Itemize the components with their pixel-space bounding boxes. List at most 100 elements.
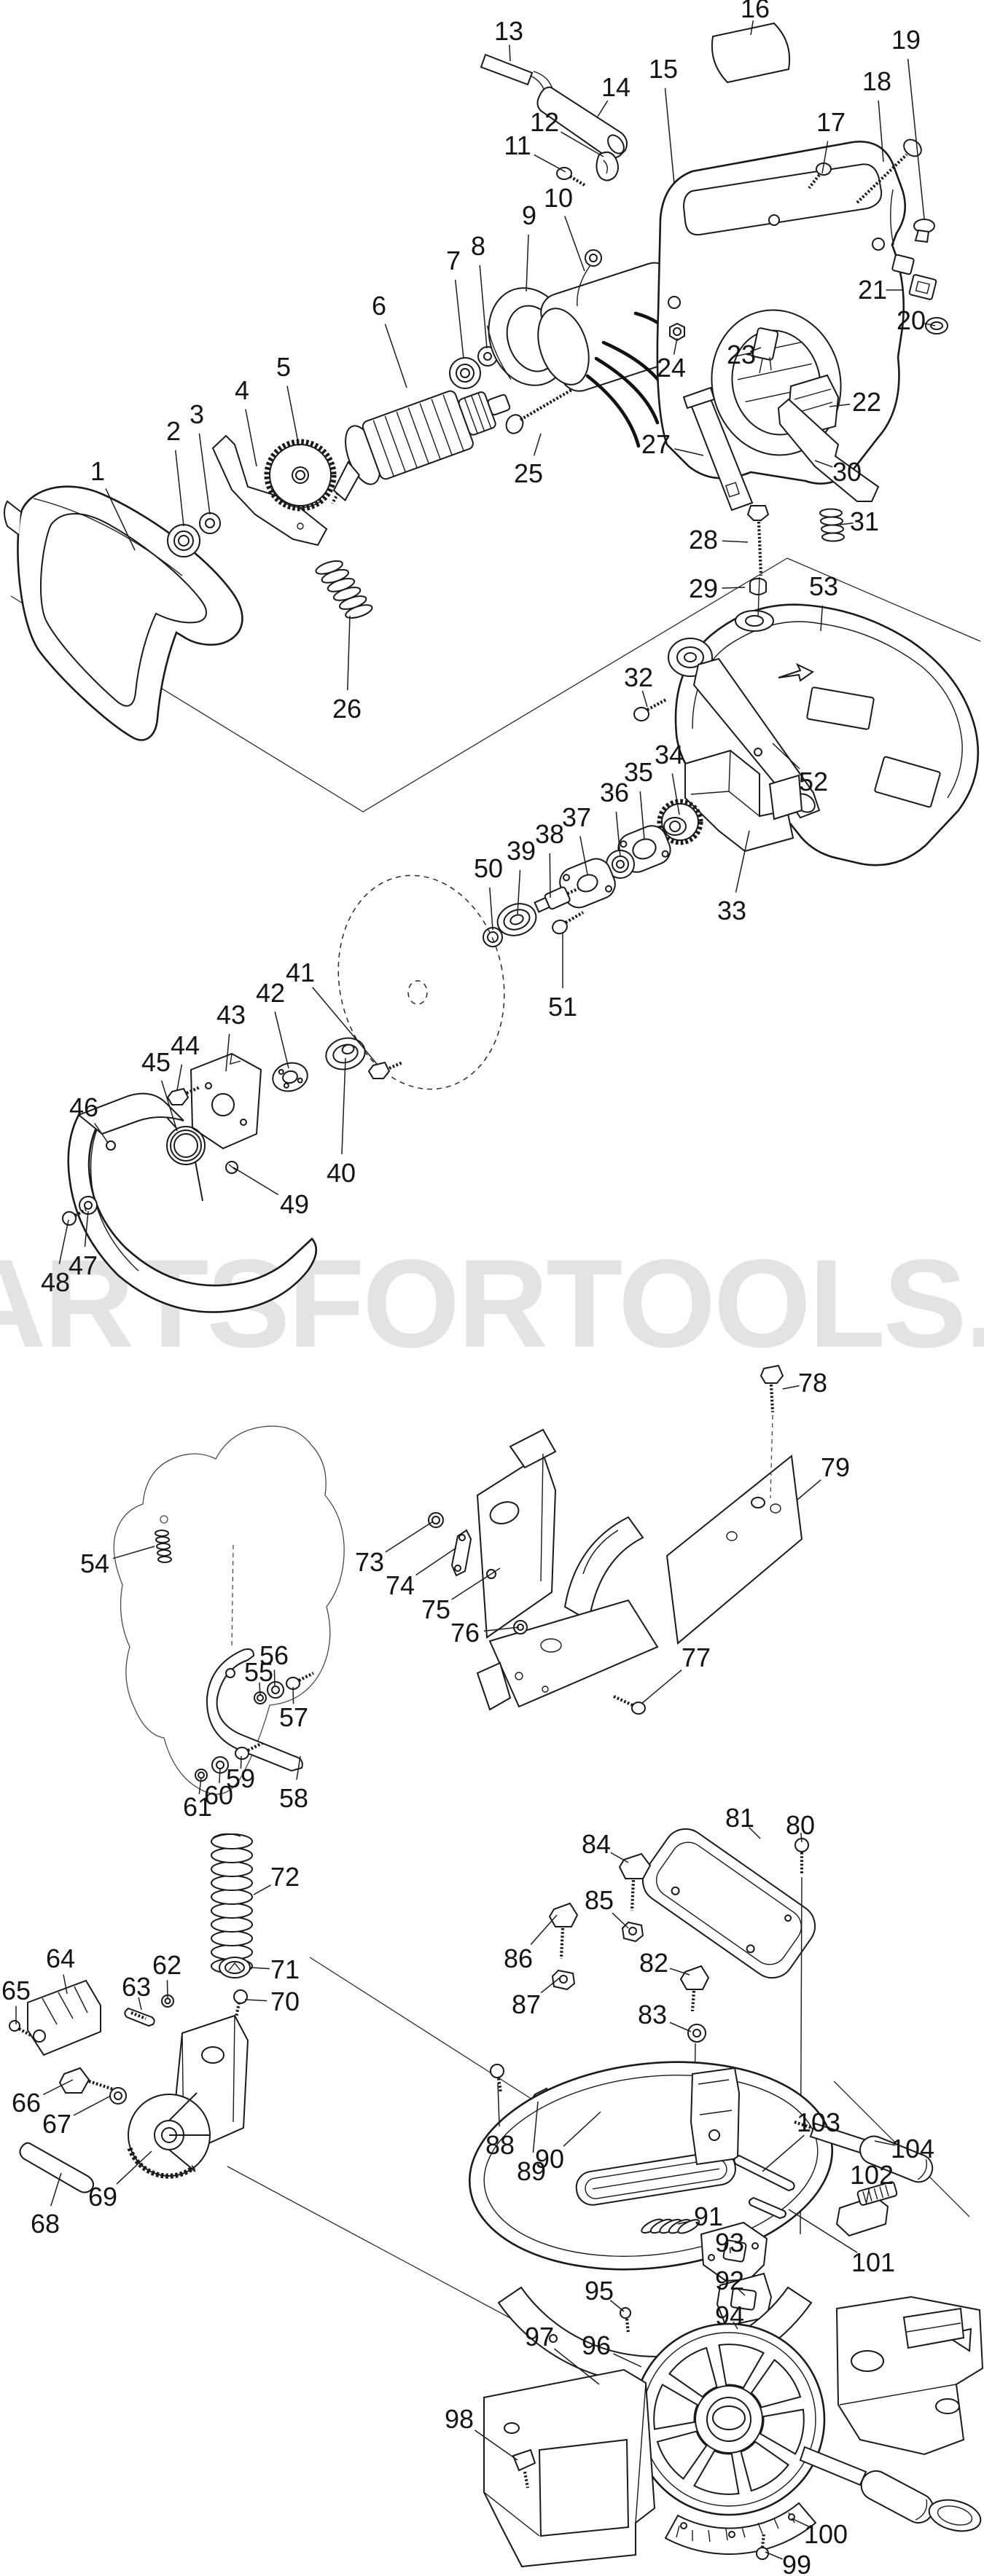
kerf-arc <box>565 1517 643 1621</box>
base-left-block <box>484 2370 655 2567</box>
part-label-57: 57 <box>279 1702 308 1732</box>
leader-line-69 <box>117 2151 152 2184</box>
screw-88 <box>491 2064 504 2093</box>
name-plate-16 <box>712 23 789 82</box>
leader-line-8 <box>480 265 487 348</box>
part-label-79: 79 <box>821 1452 850 1482</box>
part-label-85: 85 <box>585 1885 614 1915</box>
part-label-71: 71 <box>270 1954 300 1984</box>
leader-line-50 <box>490 888 493 930</box>
part-label-76: 76 <box>450 1618 480 1648</box>
leader-line-101 <box>789 2209 857 2252</box>
pin-101 <box>749 2198 786 2218</box>
part-label-54: 54 <box>80 1549 109 1578</box>
leader-line-104 <box>875 2141 896 2145</box>
leader-line-30 <box>815 461 832 467</box>
lock-bracket-93 <box>701 2223 767 2281</box>
part-label-38: 38 <box>535 819 564 849</box>
washer-56 <box>268 1682 284 1698</box>
leader-line-5 <box>287 386 299 446</box>
leader-line-28 <box>722 541 748 542</box>
part-label-23: 23 <box>727 340 756 369</box>
leader-line-12 <box>561 132 604 157</box>
clip-12 <box>596 152 618 181</box>
part-label-20: 20 <box>897 305 926 335</box>
hinge-bracket-69 <box>128 2016 248 2176</box>
motor-housing-15 <box>657 141 905 483</box>
part-label-97: 97 <box>525 2322 554 2352</box>
pin-13 <box>481 55 552 93</box>
leader-line-89 <box>533 2102 538 2153</box>
safety-cover-outline <box>114 1426 344 1794</box>
nut-24 <box>670 324 684 340</box>
washer-39 <box>493 899 540 941</box>
part-label-18: 18 <box>862 66 891 96</box>
part-label-35: 35 <box>624 757 653 787</box>
leader-line-15 <box>665 88 674 184</box>
part-label-13: 13 <box>494 16 523 46</box>
part-label-21: 21 <box>858 275 887 305</box>
leader-line-34 <box>672 774 679 815</box>
bolt-44 <box>168 1087 200 1105</box>
part-label-11: 11 <box>504 130 531 160</box>
part-label-28: 28 <box>689 525 718 555</box>
leader-line-16 <box>751 20 753 35</box>
leader-line-53 <box>821 606 822 631</box>
part-label-47: 47 <box>69 1250 98 1280</box>
flange-40 <box>322 1034 368 1074</box>
leader-line-10 <box>565 216 585 271</box>
part-label-49: 49 <box>280 1189 309 1219</box>
nut-73 <box>429 1513 443 1527</box>
part-label-27: 27 <box>641 429 671 459</box>
leader-line-68 <box>51 2173 61 2206</box>
blade-guard-46 <box>69 1094 316 1312</box>
part-label-22: 22 <box>852 387 881 417</box>
bearing-2 <box>168 525 200 557</box>
leader-line-46 <box>95 1123 108 1143</box>
plate-43 <box>191 1054 261 1148</box>
leader-line-31 <box>840 523 854 525</box>
leader-line-29 <box>722 587 745 588</box>
part-label-56: 56 <box>259 1640 289 1670</box>
leader-line-72 <box>254 1885 271 1895</box>
part-label-19: 19 <box>891 25 921 55</box>
leader-line-88 <box>498 2083 499 2126</box>
part-label-104: 104 <box>891 2134 934 2164</box>
part-label-95: 95 <box>585 2276 614 2306</box>
leader-line-11 <box>534 154 566 172</box>
leader-line-48 <box>59 1220 69 1264</box>
spring-91 <box>640 2201 701 2250</box>
part-label-25: 25 <box>514 458 543 488</box>
washer-3 <box>200 513 220 533</box>
bolt-86 <box>550 1903 577 1959</box>
bolt-28-line <box>758 577 760 616</box>
bolt-28 <box>748 506 768 576</box>
part-label-42: 42 <box>256 978 285 1008</box>
leader-line-17 <box>822 141 828 173</box>
leader-line-18 <box>878 101 883 162</box>
leader-line-83 <box>670 2022 691 2032</box>
leader-line-13 <box>509 44 510 61</box>
part-label-43: 43 <box>216 1000 246 1030</box>
leader-line-14 <box>598 101 608 117</box>
washer-62 <box>162 1995 173 2007</box>
part-label-62: 62 <box>152 1950 181 1980</box>
part-label-90: 90 <box>535 2144 564 2174</box>
part-label-96: 96 <box>582 2330 611 2360</box>
leader-line-100 <box>792 2518 811 2527</box>
part-label-31: 31 <box>850 506 879 536</box>
spring-31 <box>820 509 844 541</box>
part-label-86: 86 <box>504 1943 533 1973</box>
part-label-46: 46 <box>69 1092 98 1122</box>
part-label-91: 91 <box>694 2201 723 2231</box>
part-label-77: 77 <box>682 1643 711 1672</box>
leader-line-76 <box>484 1627 519 1631</box>
leader-line-94 <box>733 2322 738 2329</box>
part-label-30: 30 <box>832 457 862 487</box>
nut-87 <box>552 1970 574 1989</box>
part-label-10: 10 <box>544 183 573 213</box>
leader-line-41 <box>313 987 377 1064</box>
shaft-68 <box>20 2143 93 2193</box>
